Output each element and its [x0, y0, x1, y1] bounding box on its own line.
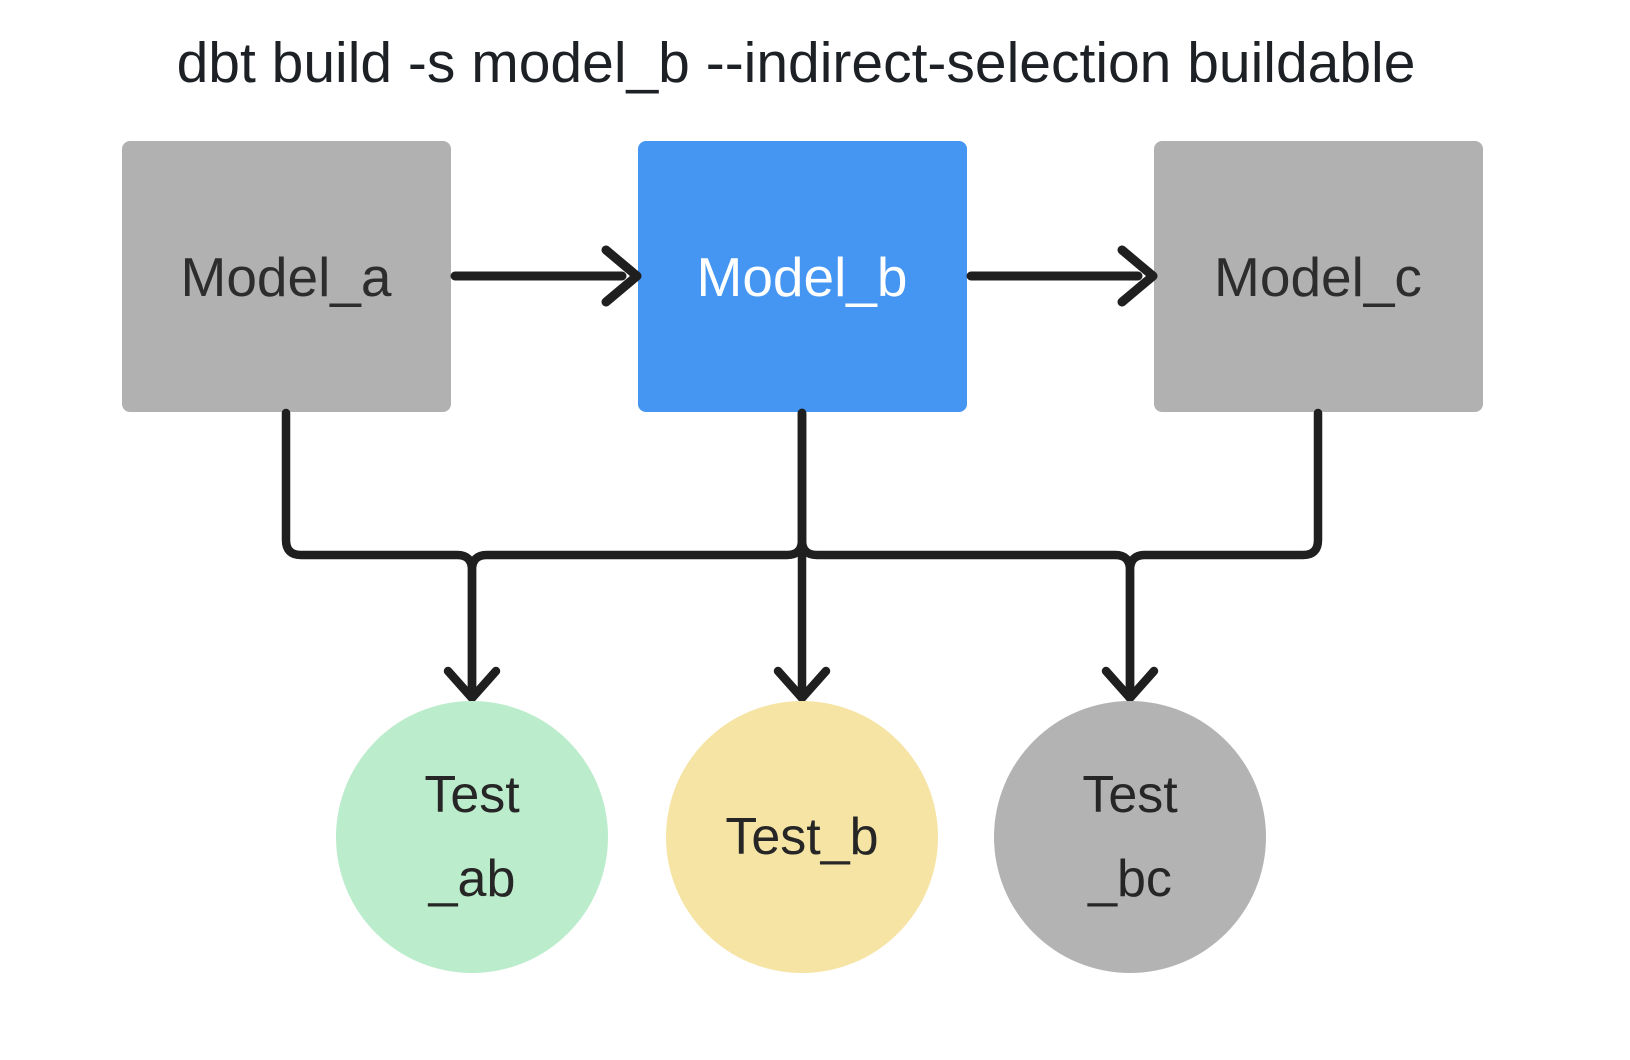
- test-ab-circle: [336, 701, 608, 973]
- node-test-ab: Test _ab: [336, 701, 608, 973]
- test-ab-label-line1: Test: [424, 766, 520, 824]
- edge-model-b-to-test-ab: [467, 408, 807, 698]
- node-model-a: Model_a: [122, 141, 451, 412]
- edge-model-c-to-test-bc: [1125, 408, 1323, 698]
- arrowhead-test-ab: [443, 666, 501, 703]
- edge-model-b-to-test-bc: [797, 408, 1135, 698]
- arrowhead-test-bc: [1101, 666, 1159, 703]
- edge-model-b-to-model-c-arrow: [966, 245, 1158, 307]
- model-c-box: [1154, 141, 1483, 412]
- test-b-label: Test_b: [725, 808, 878, 866]
- test-bc-label-line1: Test: [1082, 766, 1178, 824]
- model-a-box: [122, 141, 451, 412]
- model-b-label: Model_b: [697, 246, 908, 308]
- test-b-circle: [666, 701, 938, 973]
- arrowhead-test-b: [773, 666, 831, 703]
- edge-model-a-to-test-ab: [281, 408, 477, 698]
- test-bc-label-line2: _bc: [1087, 850, 1172, 908]
- model-c-label: Model_c: [1214, 246, 1422, 308]
- model-a-label: Model_a: [181, 246, 392, 308]
- test-ab-label-line2: _ab: [428, 850, 516, 908]
- diagram-title: dbt build -s model_b --indirect-selectio…: [177, 31, 1416, 95]
- node-test-bc: Test _bc: [994, 701, 1266, 973]
- node-test-b: Test_b: [666, 701, 938, 973]
- edge-model-a-to-model-b-arrow: [450, 245, 642, 307]
- node-model-c: Model_c: [1154, 141, 1483, 412]
- model-b-box: [638, 141, 967, 412]
- test-bc-circle: [994, 701, 1266, 973]
- node-model-b: Model_b: [638, 141, 967, 412]
